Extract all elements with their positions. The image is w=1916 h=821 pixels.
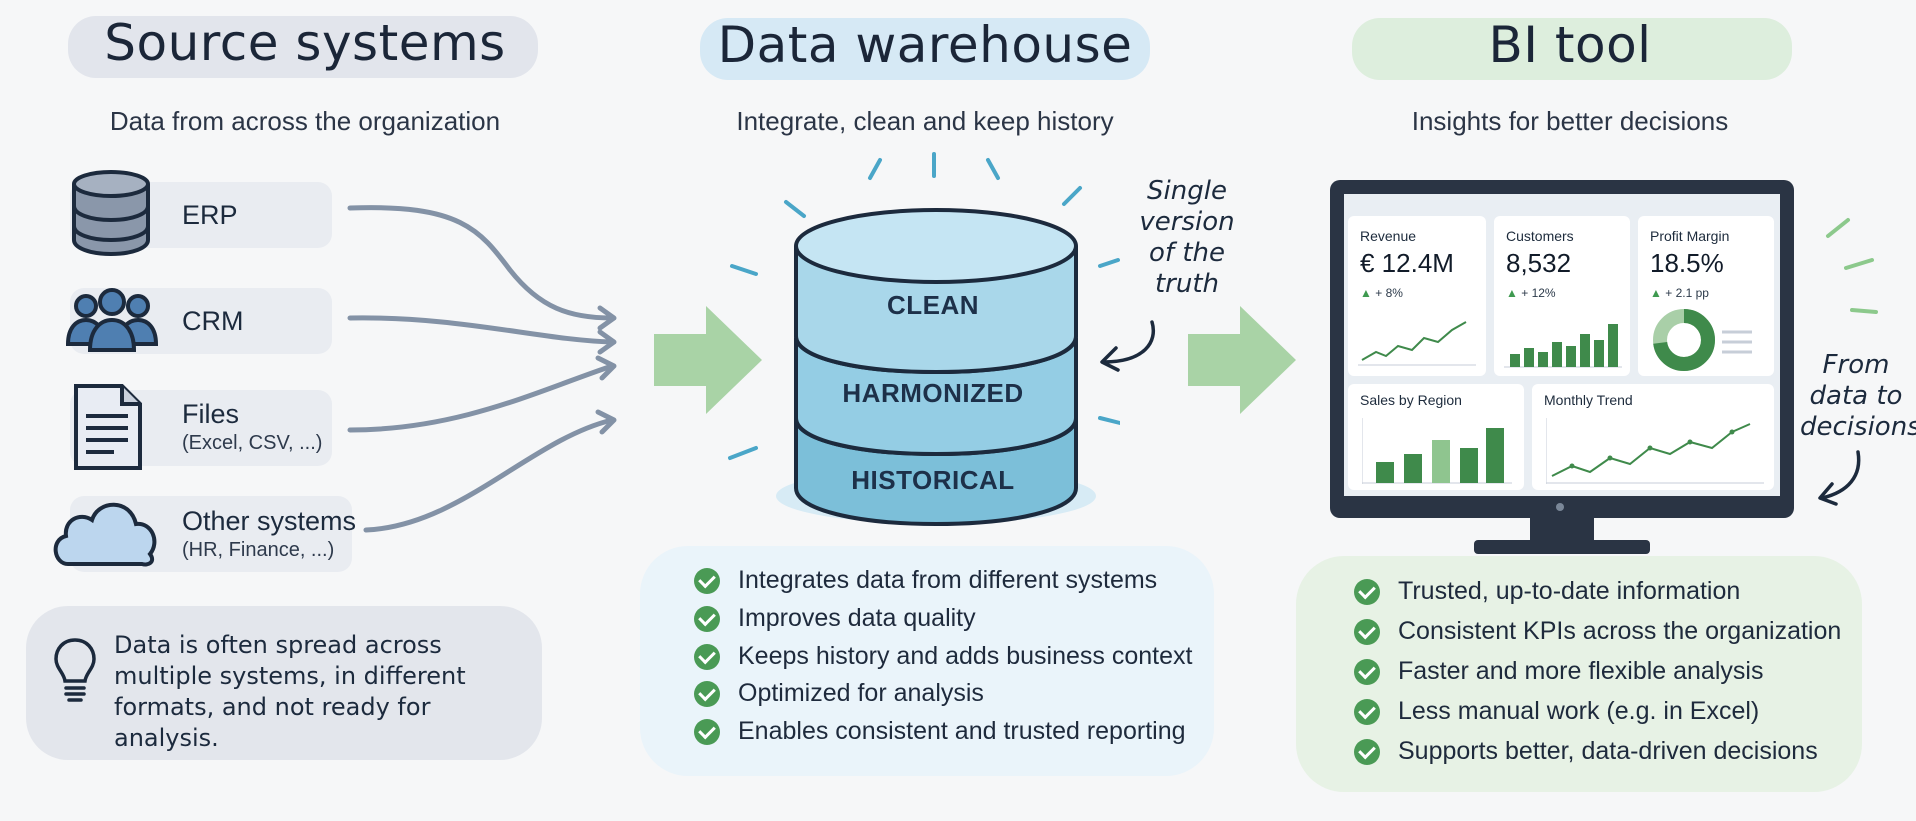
warehouse-benefit-item: Integrates data from different systems: [694, 566, 1157, 595]
kpi-value: 18.5%: [1650, 248, 1724, 278]
kpi-title: Profit Margin: [1650, 228, 1730, 244]
kpi-value: 8,532: [1506, 248, 1572, 278]
warehouse-layer-harmonized: HARMONIZED: [842, 378, 1024, 408]
bi-tool-subtitle: Insights for better decisions: [1411, 106, 1729, 136]
source-sub-files: (Excel, CSV, ...): [182, 432, 323, 454]
trend-up-icon: ▲: [1650, 286, 1662, 300]
check-icon: [694, 680, 720, 707]
people-icon: [65, 288, 159, 352]
customers-bar-chart: [1504, 324, 1622, 368]
database-icon: [72, 170, 150, 257]
source-label-crm: CRM: [182, 306, 244, 336]
check-icon: [1354, 658, 1380, 685]
sales-region-bar-chart: [1362, 418, 1512, 484]
bi-benefit-item: Consistent KPIs across the organization: [1354, 617, 1841, 646]
lightbulb-icon: [54, 638, 96, 702]
flow-arrow-right-icon: [1188, 306, 1296, 414]
source-flow-arrows: [347, 205, 617, 533]
source-label-other: Other systems: [182, 506, 357, 536]
check-icon: [1354, 578, 1380, 605]
monitor-stand-neck: [1530, 518, 1594, 544]
warehouse-title-highlight: [700, 18, 1150, 80]
kpi-delta: ▲ + 2.1 pp: [1650, 286, 1709, 300]
source-label-files: Files: [182, 399, 240, 429]
annotation-arrow-down-icon: [1818, 450, 1861, 506]
warehouse-glow-rays: [728, 152, 1120, 460]
kpi-card-profit-margin: Profit Margin 18.5% ▲ + 2.1 pp: [1638, 216, 1774, 376]
source-systems-title: Source systems: [104, 14, 506, 72]
check-icon: [694, 567, 720, 594]
source-note-text: Data is often spread across multiple sys…: [114, 631, 466, 752]
source-systems-subtitle: Data from across the organization: [109, 106, 501, 136]
check-icon: [1354, 738, 1380, 765]
profit-donut-chart: [1653, 309, 1752, 371]
bi-benefit-item: Less manual work (e.g. in Excel): [1354, 697, 1759, 726]
warehouse-benefit-item: Enables consistent and trusted reporting: [694, 717, 1186, 746]
cloud-icon: [53, 502, 157, 567]
source-note-box: [26, 606, 542, 760]
from-data-annotation: From data to decisions: [1800, 350, 1916, 442]
warehouse-benefit-item: Optimized for analysis: [694, 679, 984, 708]
chart-title: Monthly Trend: [1544, 392, 1633, 408]
bi-benefit-item: Supports better, data-driven decisions: [1354, 737, 1818, 766]
bi-sparkle-rays: [1826, 218, 1878, 314]
kpi-value: € 12.4M: [1360, 248, 1454, 278]
kpi-delta: ▲ + 12%: [1506, 286, 1556, 300]
data-warehouse-subtitle: Integrate, clean and keep history: [736, 106, 1114, 136]
single-version-annotation: Single version of the truth: [1139, 176, 1235, 299]
data-warehouse-title: Data warehouse: [717, 16, 1133, 74]
source-sub-other: (HR, Finance, ...): [182, 539, 335, 561]
chart-card-monthly-trend: Monthly Trend: [1532, 384, 1774, 490]
warehouse-benefits-panel: [640, 546, 1214, 776]
check-icon: [1354, 698, 1380, 725]
warehouse-layer-historical: HISTORICAL: [851, 465, 1015, 495]
check-icon: [694, 718, 720, 745]
kpi-title: Customers: [1506, 228, 1574, 244]
warehouse-layer-clean: CLEAN: [886, 290, 980, 320]
revenue-sparkline: [1358, 321, 1476, 366]
trend-up-icon: ▲: [1360, 286, 1372, 300]
bi-benefits-panel: [1296, 556, 1862, 792]
monitor-stand-base: [1474, 540, 1650, 554]
bi-tool-title: BI tool: [1488, 16, 1652, 74]
warehouse-benefit-item: Improves data quality: [694, 604, 976, 633]
monitor-power-dot: [1556, 503, 1564, 511]
document-icon: [74, 384, 142, 470]
kpi-title: Revenue: [1360, 228, 1417, 244]
kpi-card-revenue: Revenue € 12.4M ▲ + 8%: [1348, 216, 1486, 376]
data-warehouse-cylinder: [776, 208, 1096, 527]
kpi-card-customers: Customers 8,532 ▲ + 12%: [1494, 216, 1630, 376]
trend-up-icon: ▲: [1506, 286, 1518, 300]
flow-arrow-right-icon: [654, 306, 762, 414]
bi-title-highlight: [1352, 18, 1792, 80]
check-icon: [694, 605, 720, 632]
check-icon: [694, 643, 720, 670]
chart-title: Sales by Region: [1360, 392, 1462, 408]
source-label-erp: ERP: [182, 200, 238, 230]
warehouse-benefit-item: Keeps history and adds business context: [694, 642, 1192, 671]
bi-benefit-item: Faster and more flexible analysis: [1354, 657, 1763, 686]
annotation-arrow-left-icon: [1100, 320, 1155, 372]
bi-benefit-item: Trusted, up-to-date information: [1354, 577, 1740, 606]
kpi-delta: ▲ + 8%: [1360, 286, 1403, 300]
check-icon: [1354, 618, 1380, 645]
source-title-highlight: [68, 16, 538, 78]
chart-card-sales-by-region: Sales by Region: [1348, 384, 1524, 490]
monthly-trend-line-chart: [1546, 418, 1764, 484]
